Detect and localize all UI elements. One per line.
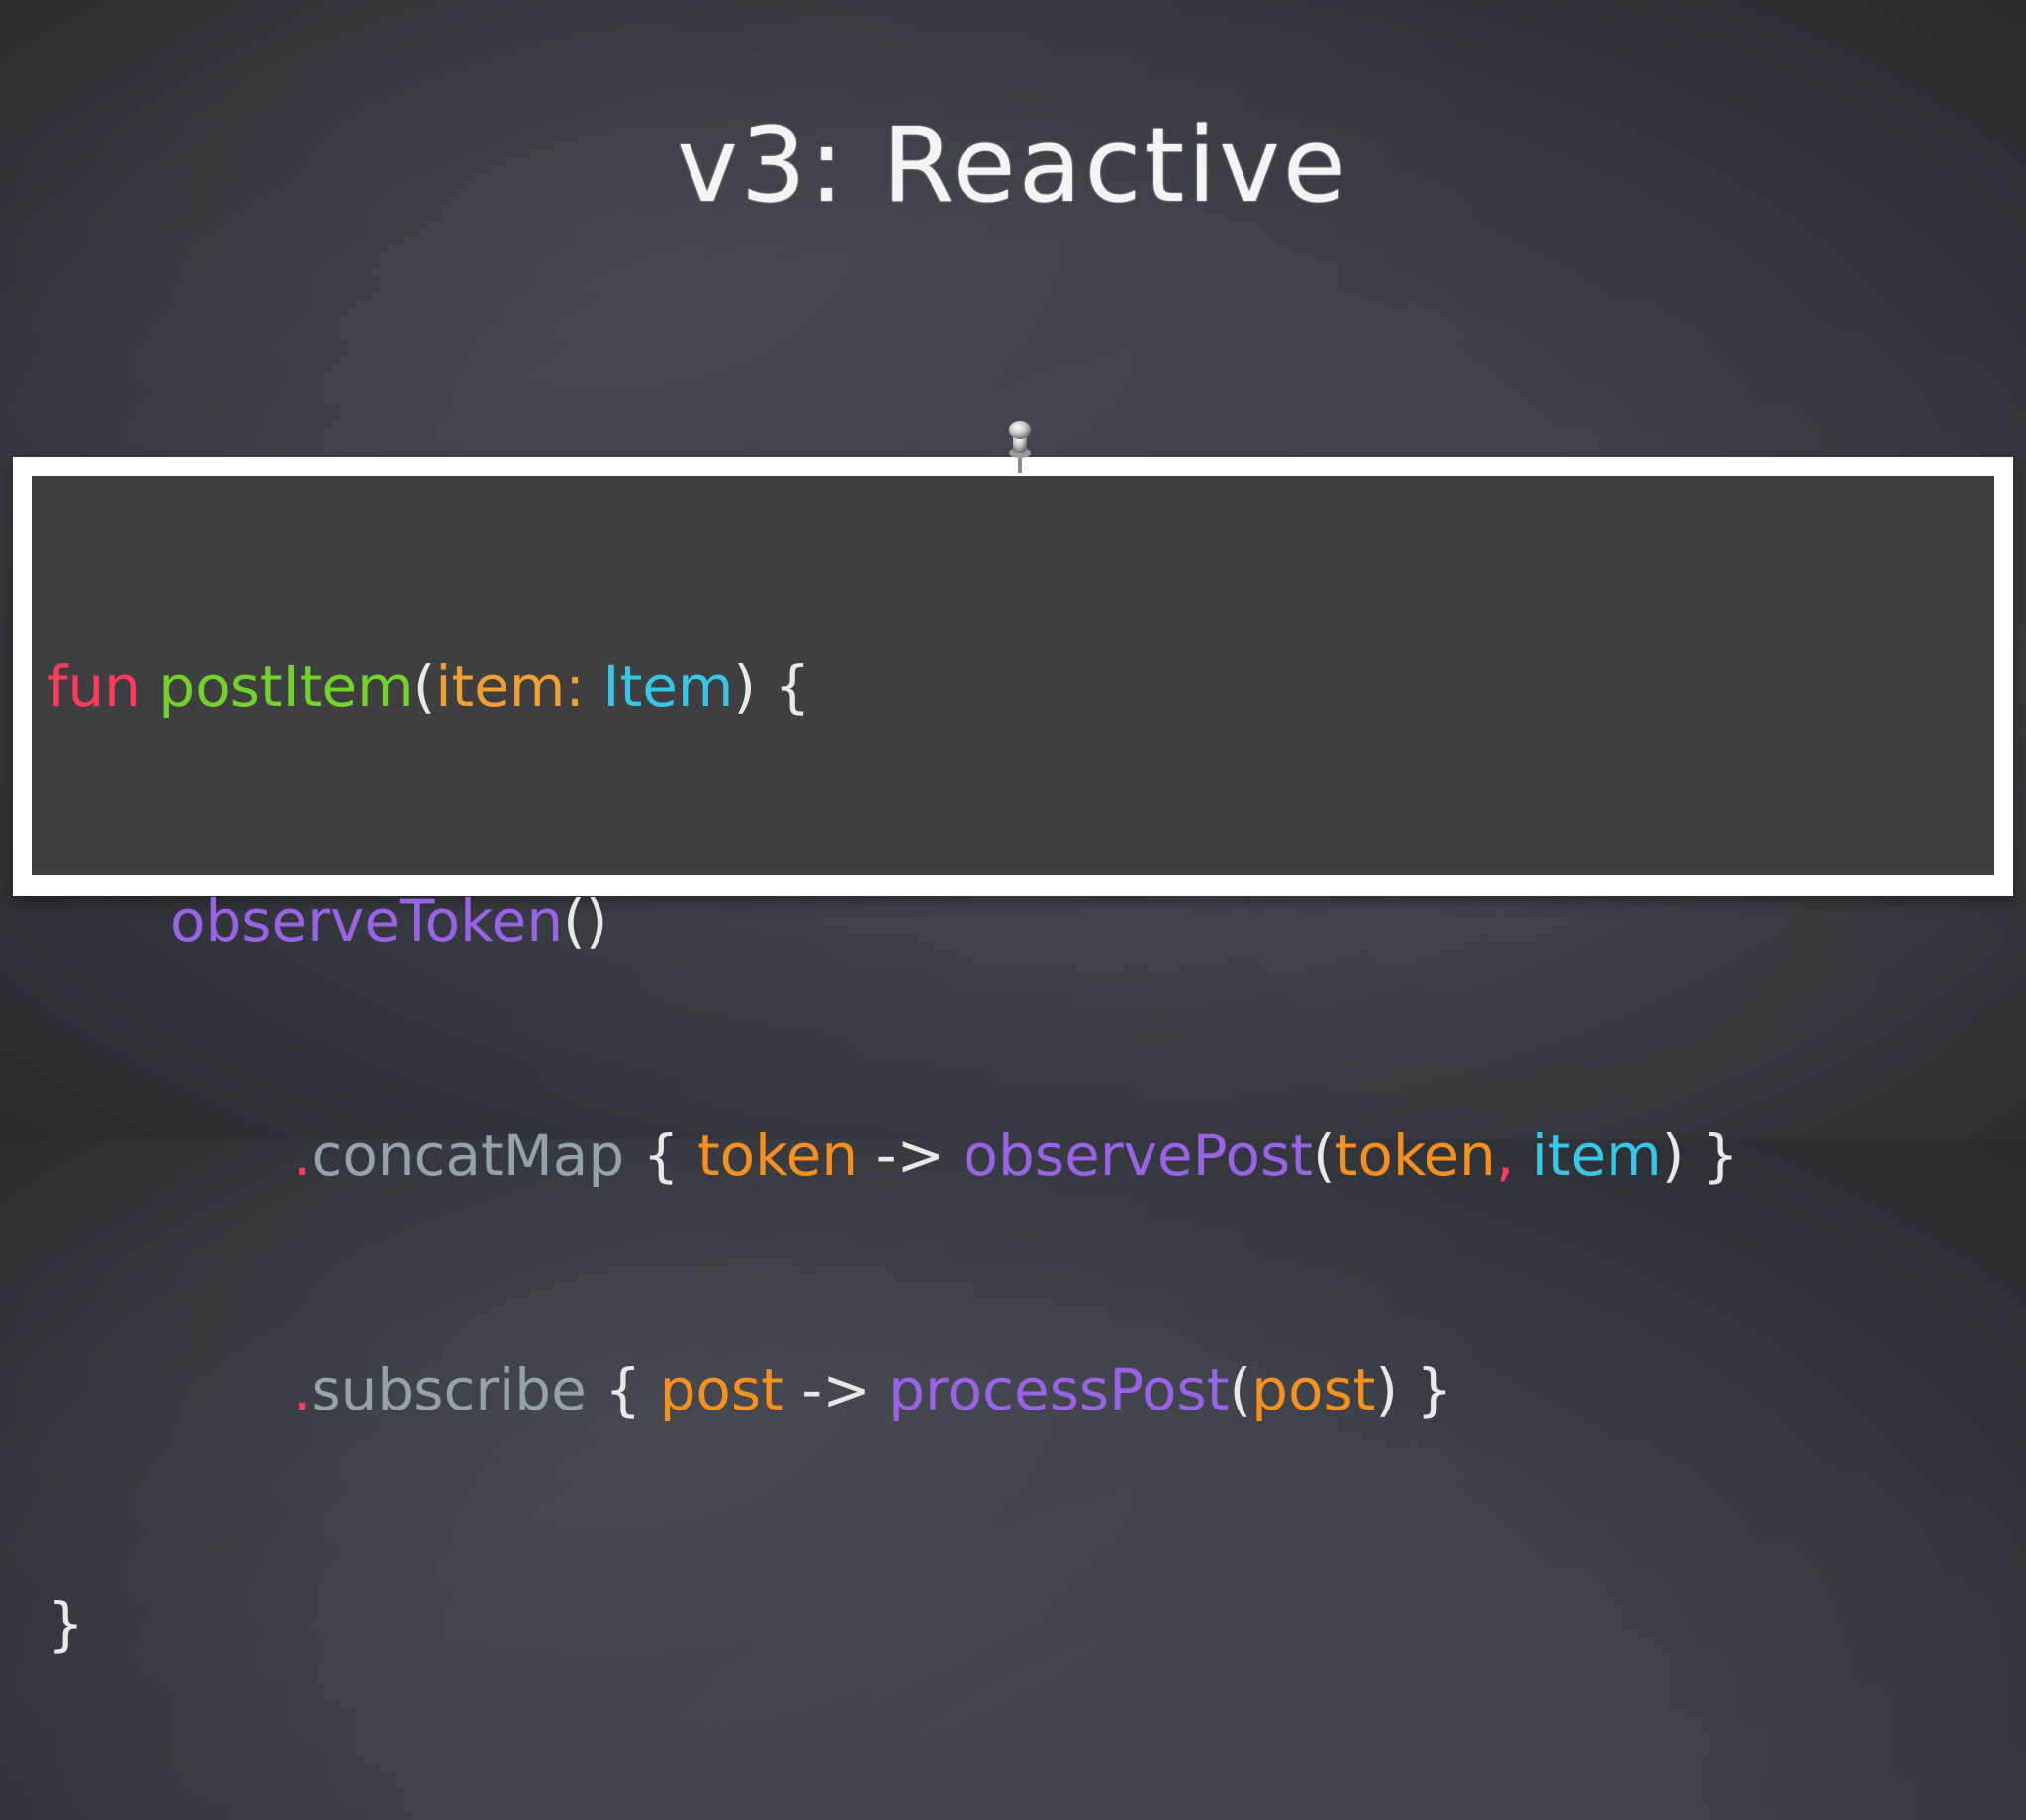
open-paren: ( (1229, 1356, 1252, 1423)
close-brace: } (1416, 1356, 1453, 1423)
comma: , (1495, 1122, 1515, 1189)
open-brace: { (642, 1122, 680, 1189)
call-parens: () (563, 887, 608, 955)
call-process-post: processPost (888, 1356, 1230, 1423)
dot: . (293, 1356, 312, 1423)
arg-token: token (1335, 1122, 1496, 1189)
lambda-param-token: token (696, 1122, 859, 1189)
colon: : (565, 653, 585, 720)
open-paren: ( (1312, 1122, 1335, 1189)
dot: . (293, 1122, 312, 1189)
call-observe-post: observePost (963, 1122, 1313, 1189)
code-line-5: } (47, 1586, 1739, 1664)
open-brace: { (604, 1356, 642, 1423)
arg-item: item (1531, 1122, 1662, 1189)
param-name: item (435, 653, 566, 720)
arg-post: post (1251, 1356, 1376, 1423)
close-paren: ) (1375, 1356, 1399, 1423)
call-observe-token: observeToken (170, 887, 564, 955)
pushpin-icon (1009, 421, 1031, 473)
slide: v3: Reactive fun postItem(item: Item) { … (13, 105, 2013, 1658)
close-paren: ) (1661, 1122, 1685, 1189)
code-line-3: .concatMap { token -> observePost(token,… (47, 1117, 1739, 1195)
code-card: fun postItem(item: Item) { observeToken(… (13, 457, 2013, 1658)
close-paren: ) (733, 653, 757, 720)
code-line-1: fun postItem(item: Item) { (47, 648, 1739, 726)
open-paren: ( (413, 653, 436, 720)
code-line-2: observeToken() (47, 882, 1739, 960)
method-subscribe: subscribe (311, 1356, 587, 1423)
function-name: postItem (158, 653, 414, 720)
code-panel: fun postItem(item: Item) { observeToken(… (32, 476, 1994, 1658)
close-brace: } (1702, 1122, 1739, 1189)
keyword-fun: fun (47, 653, 140, 720)
arrow: -> (875, 1122, 946, 1189)
code-block: fun postItem(item: Item) { observeToken(… (47, 492, 1739, 1820)
slide-title: v3: Reactive (677, 105, 1349, 226)
open-brace: { (774, 653, 811, 720)
code-line-4: .subscribe { post -> processPost(post) } (47, 1351, 1739, 1429)
close-brace: } (47, 1591, 84, 1658)
param-type: Item (602, 653, 734, 720)
arrow: -> (801, 1356, 871, 1423)
lambda-param-post: post (659, 1356, 783, 1423)
method-concat-map: concatMap (311, 1122, 625, 1189)
